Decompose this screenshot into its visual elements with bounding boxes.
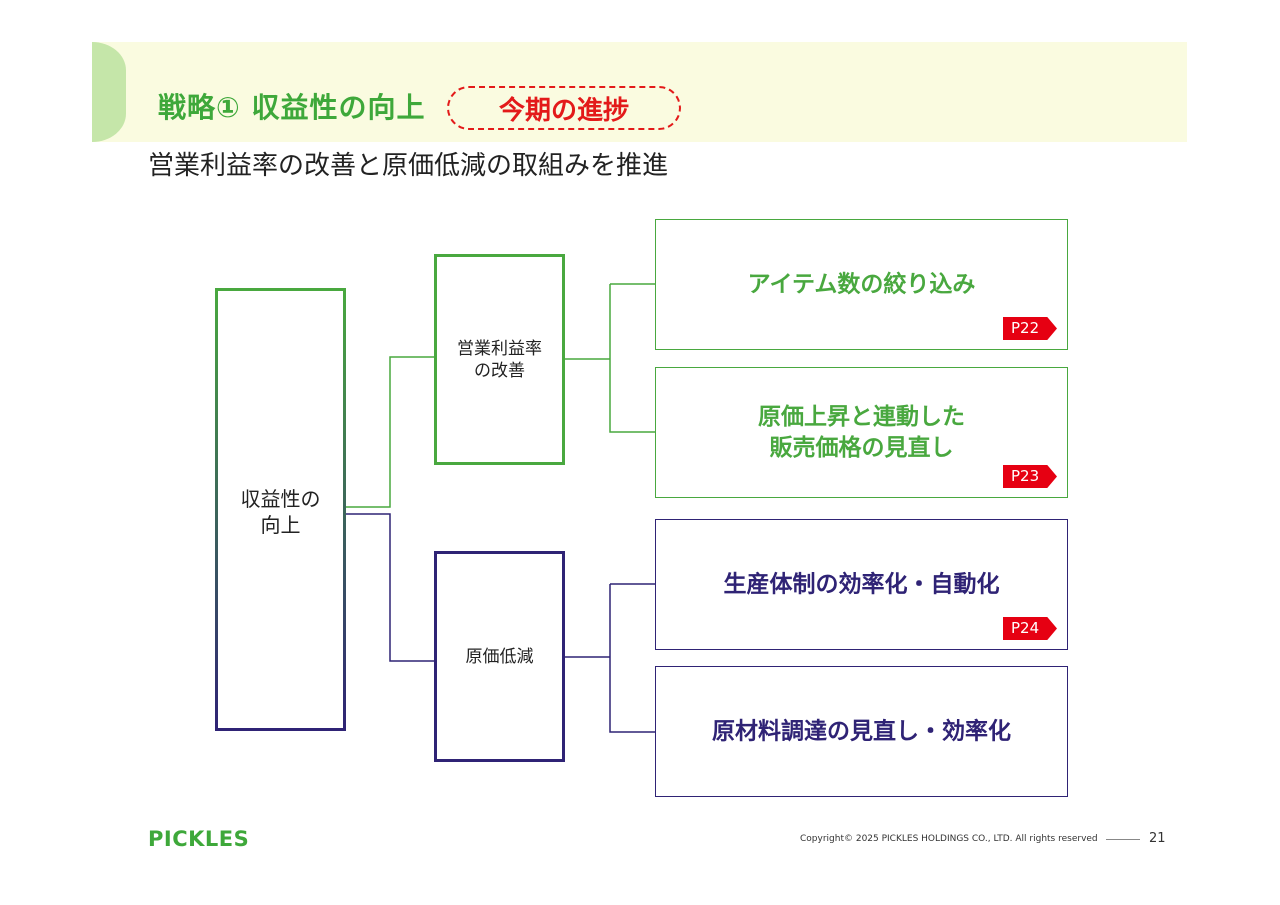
page-subtitle: 営業利益率の改善と原価低減の取組みを推進 [148, 151, 669, 181]
connector-root-to-branch-1 [346, 356, 434, 508]
leaf-node-production-efficiency: 生産体制の効率化・自動化 P24 [655, 519, 1068, 650]
progress-badge: 今期の進捗 [447, 86, 681, 130]
connector-branch-1-leaf-1 [609, 284, 655, 433]
leaf-node-text: アイテム数の絞り込み [747, 271, 976, 297]
branch-node-label: 営業利益率 の改善 [457, 338, 542, 381]
leaf-node-text: 生産体制の効率化・自動化 [723, 571, 1000, 597]
leaf-node-text: 原価上昇と連動した 販売価格の見直し [758, 403, 965, 461]
footer-divider [1106, 839, 1140, 840]
branch-node-cost-reduction: 原価低減 [434, 551, 565, 762]
page-title: 戦略① 収益性の向上 [158, 91, 426, 124]
branch-node-operating-margin: 営業利益率 の改善 [434, 254, 565, 465]
root-node: 収益性の 向上 [215, 288, 346, 731]
header-band [92, 42, 1187, 142]
progress-badge-label: 今期の進捗 [498, 95, 629, 126]
branch-node-label: 原価低減 [465, 646, 534, 667]
page-ref-badge[interactable]: P23 [1003, 465, 1057, 488]
page-ref-badge[interactable]: P22 [1003, 317, 1057, 340]
page-number: 21 [1149, 831, 1166, 846]
page-ref-badge[interactable]: P24 [1003, 617, 1057, 640]
leaf-node-price-review: 原価上昇と連動した 販売価格の見直し P23 [655, 367, 1068, 498]
connector-branch-2-leaf-3 [609, 584, 655, 733]
header-accent-arc [92, 42, 126, 142]
copyright-text: Copyright© 2025 PICKLES HOLDINGS CO., LT… [800, 834, 1098, 844]
connector-root-to-branch-2 [346, 513, 434, 662]
leaf-node-text: 原材料調達の見直し・効率化 [712, 718, 1011, 744]
leaf-node-procurement-review: 原材料調達の見直し・効率化 [655, 666, 1068, 797]
leaf-node-item-reduction: アイテム数の絞り込み P22 [655, 219, 1068, 350]
company-logo: PICKLES [148, 827, 250, 851]
root-node-label: 収益性の 向上 [240, 487, 321, 537]
